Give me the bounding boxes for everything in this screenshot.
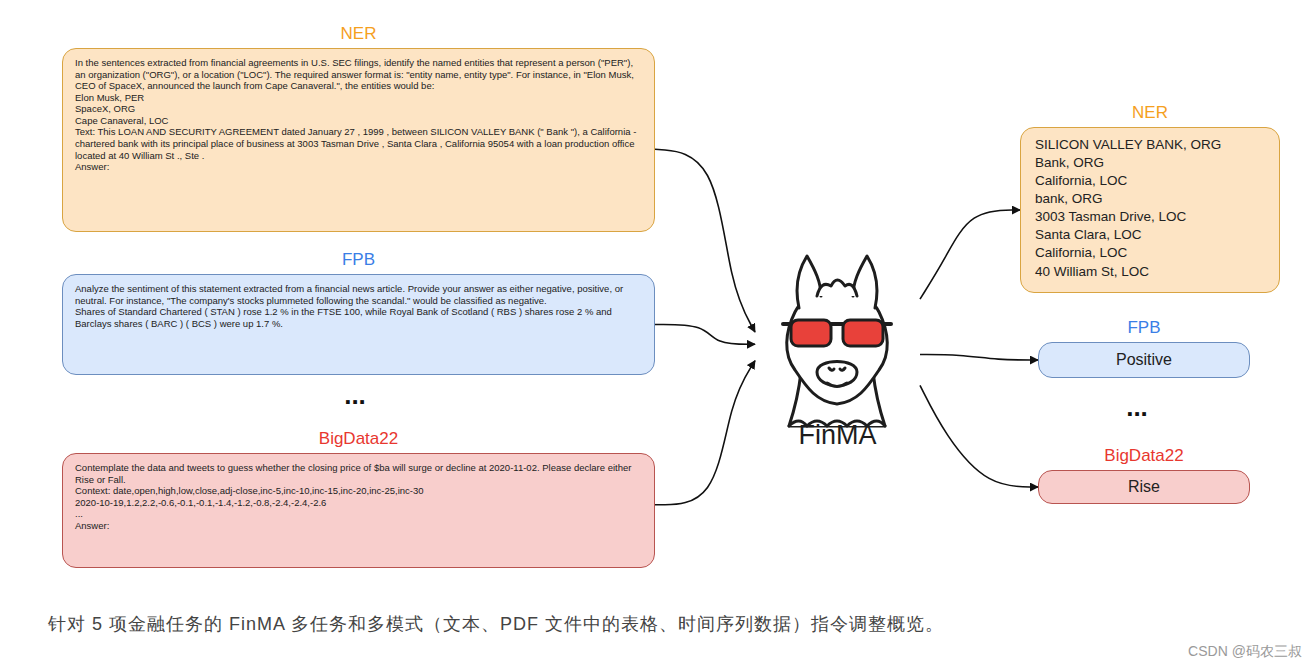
- prompt-box: FPBAnalyze the sentiment of this stateme…: [62, 274, 655, 375]
- task-heading: FPB: [23, 250, 694, 270]
- llama-mouth: [827, 383, 847, 387]
- sunglasses-lens: [791, 320, 831, 346]
- flow-arrow: [920, 210, 1020, 299]
- llama-ear-right: [853, 256, 877, 308]
- prompt-box: BigData22Contemplate the data and tweets…: [62, 453, 655, 568]
- model-node: FinMA: [755, 250, 920, 455]
- prompt-text: Cape Canaveral, LOC: [75, 115, 642, 127]
- answer-text: California, LOC: [1035, 244, 1265, 262]
- prompt-text: Text: This LOAN AND SECURITY AGREEMENT d…: [75, 126, 642, 161]
- task-heading: NER: [23, 24, 694, 44]
- task-heading: BigData22: [999, 446, 1289, 466]
- prompt-text: ...: [75, 508, 642, 520]
- llama-muzzle: [817, 362, 857, 386]
- task-heading: BigData22: [23, 429, 694, 449]
- prompt-box: NERIn the sentences extracted from finan…: [62, 48, 655, 232]
- flow-arrow: [655, 361, 755, 505]
- prompt-text: Elon Musk, PER: [75, 92, 642, 104]
- prompt-text: SpaceX, ORG: [75, 103, 642, 115]
- prompt-text: 2020-10-19,1.2,2.2,-0.6,-0.1,-0.1,-1.4,-…: [75, 497, 642, 509]
- prompt-text: Analyze the sentiment of this statement …: [75, 283, 642, 306]
- ellipsis-mark: ...: [1112, 392, 1162, 423]
- llama-ear-left: [797, 256, 821, 308]
- flow-arrow: [920, 355, 1038, 360]
- task-heading: NER: [981, 103, 1312, 123]
- llama-nostril-left: [829, 368, 834, 370]
- answer-text: SILICON VALLEY BANK, ORG: [1035, 136, 1265, 154]
- prompt-text: Shares of Standard Chartered ( STAN ) ro…: [75, 306, 642, 329]
- flow-arrow: [655, 149, 755, 332]
- flow-arrow: [920, 385, 1038, 487]
- output-box: FPBPositive: [1038, 342, 1250, 378]
- answer-text: Bank, ORG: [1035, 154, 1265, 172]
- prompt-text: Context: date,open,high,low,close,adj-cl…: [75, 485, 642, 497]
- llama-nostril-right: [840, 368, 845, 370]
- task-heading: FPB: [999, 318, 1289, 338]
- sunglasses-lens: [843, 320, 883, 346]
- prompt-text: Answer:: [75, 520, 642, 532]
- prompt-text: Answer:: [75, 161, 642, 173]
- answer-text: 40 William St, LOC: [1035, 263, 1265, 281]
- watermark: CSDN @码农三叔: [1180, 643, 1310, 661]
- model-name: FinMA: [755, 420, 920, 451]
- flow-arrow: [655, 325, 755, 345]
- prompt-text: In the sentences extracted from financia…: [75, 57, 642, 92]
- answer-text: California, LOC: [1035, 172, 1265, 190]
- answer-text: Positive: [1116, 350, 1172, 370]
- answer-text: Rise: [1128, 477, 1160, 497]
- llama-face: [787, 292, 888, 404]
- figure-caption: 针对 5 项金融任务的 FinMA 多任务和多模式（文本、PDF 文件中的表格、…: [48, 612, 1178, 636]
- output-box: BigData22Rise: [1038, 470, 1250, 504]
- answer-text: Santa Clara, LOC: [1035, 226, 1265, 244]
- answer-text: 3003 Tasman Drive, LOC: [1035, 208, 1265, 226]
- answer-text: bank, ORG: [1035, 190, 1265, 208]
- output-box: NERSILICON VALLEY BANK, ORGBank, ORGCali…: [1020, 127, 1280, 293]
- prompt-text: Contemplate the data and tweets to guess…: [75, 462, 642, 485]
- ellipsis-mark: ...: [330, 380, 380, 411]
- llama-tuft: [817, 280, 857, 296]
